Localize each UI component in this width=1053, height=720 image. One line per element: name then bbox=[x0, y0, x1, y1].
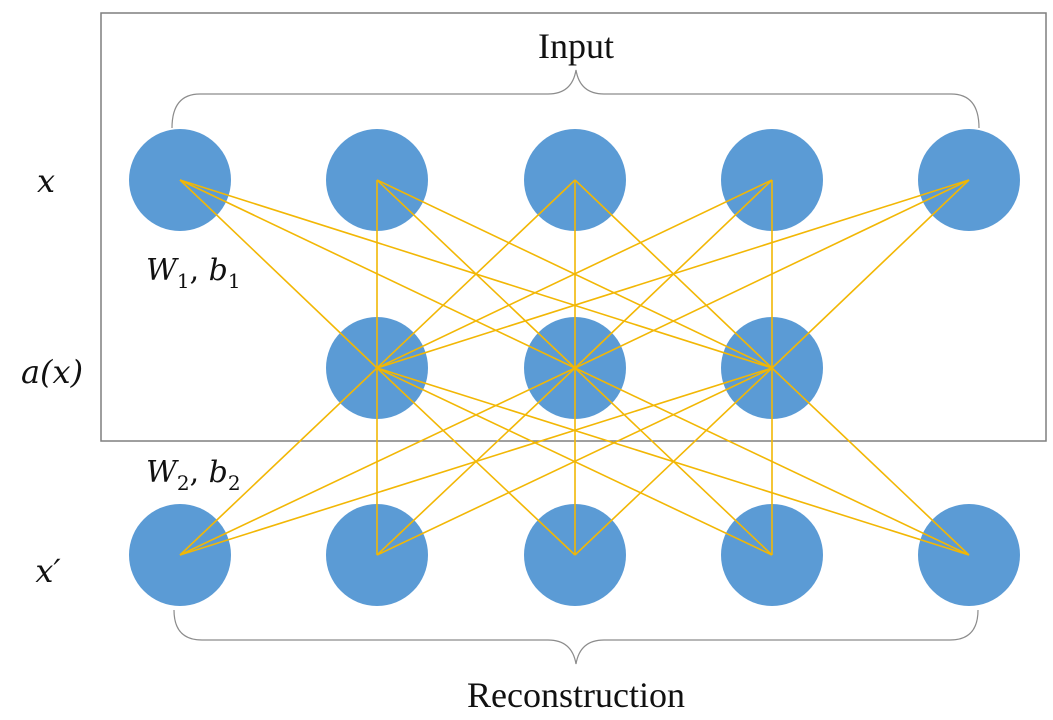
hidden-layer-label: a(x) bbox=[21, 353, 83, 391]
decoder-edge-3-5 bbox=[771, 367, 970, 556]
encoder-edge-1-1 bbox=[179, 179, 378, 369]
reconstruction-brace bbox=[173, 609, 979, 665]
decoder-edge-3-1 bbox=[179, 367, 773, 556]
encoder-frame bbox=[100, 12, 1047, 442]
encoder-edge-5-3 bbox=[771, 179, 970, 369]
encoder-edge-5-1 bbox=[376, 179, 970, 369]
input-brace bbox=[171, 69, 980, 129]
decoder-edge-1-1 bbox=[179, 367, 378, 556]
encoder-edge-5-2 bbox=[574, 179, 970, 369]
encoder-weights-label: W1, b1 bbox=[146, 253, 241, 293]
output-layer-label: x′ bbox=[35, 552, 61, 590]
decoder-weights-label: W2, b2 bbox=[146, 455, 241, 495]
nodes-layer bbox=[129, 129, 1020, 606]
encoder-edge-3-1 bbox=[376, 179, 576, 369]
input-label: Input bbox=[538, 26, 614, 66]
decoder-edge-3-3 bbox=[574, 367, 773, 556]
decoder-edge-3-2 bbox=[376, 367, 773, 556]
edges-layer bbox=[179, 179, 970, 556]
input-layer-label: x bbox=[37, 162, 55, 200]
decoder-edge-2-1 bbox=[179, 367, 576, 556]
reconstruction-label: Reconstruction bbox=[467, 675, 685, 715]
encoder-edge-4-1 bbox=[376, 179, 773, 369]
